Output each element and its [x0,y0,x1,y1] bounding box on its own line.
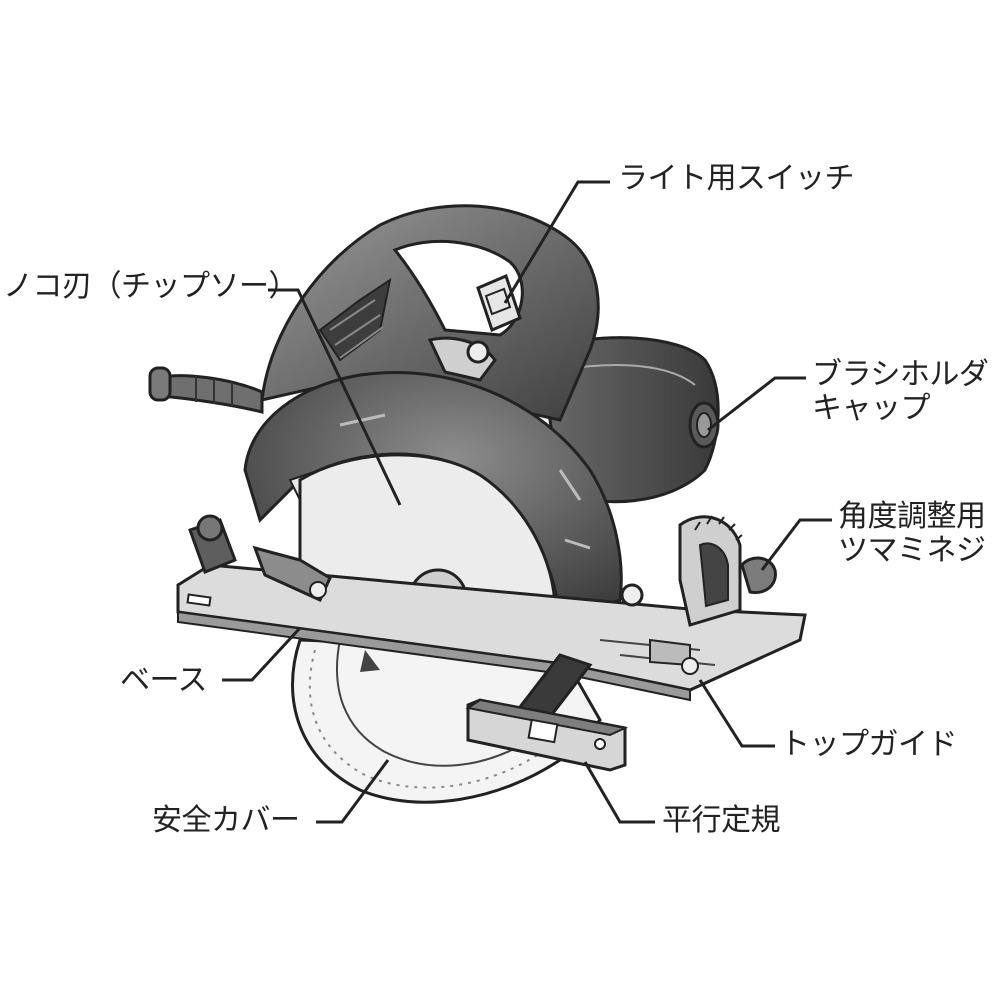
front-knob [188,514,332,602]
label-top-guide: トップガイド [780,727,958,762]
leader-top-guide [698,679,775,748]
leader-brush-cap [707,376,806,432]
label-angle-knob: 角度調整用 ツマミネジ [838,500,986,568]
leader-safety-cover [316,759,390,824]
label-base: ベース [120,663,208,698]
label-angle-knob-line1: 角度調整用 [838,499,986,534]
label-light-switch: ライト用スイッチ [618,161,855,196]
label-safety-cover: 安全カバー [152,803,300,838]
power-cord [148,366,264,414]
label-brush-holder-cap-line1: ブラシホルダ [812,357,989,392]
leader-base [222,626,302,682]
leader-angle-knob [760,518,832,571]
light-switch-icon [476,273,522,333]
leader-rip-fence [583,761,655,824]
leader-lines [222,180,832,824]
angle-adjust-knob-icon [620,515,777,675]
rip-fence [465,653,629,772]
label-rip-fence: 平行定規 [662,803,781,838]
leader-light-switch [503,180,610,304]
label-angle-knob-line2: ツマミネジ [838,533,986,568]
leader-blade [268,288,402,506]
safety-cover [291,638,602,804]
label-blade: ノコ刃（チップソー） [3,269,299,304]
label-brush-holder-cap: ブラシホルダ キャップ [812,357,989,426]
label-brush-holder-cap-line2: キャップ [812,391,931,426]
handle-body [260,204,600,422]
